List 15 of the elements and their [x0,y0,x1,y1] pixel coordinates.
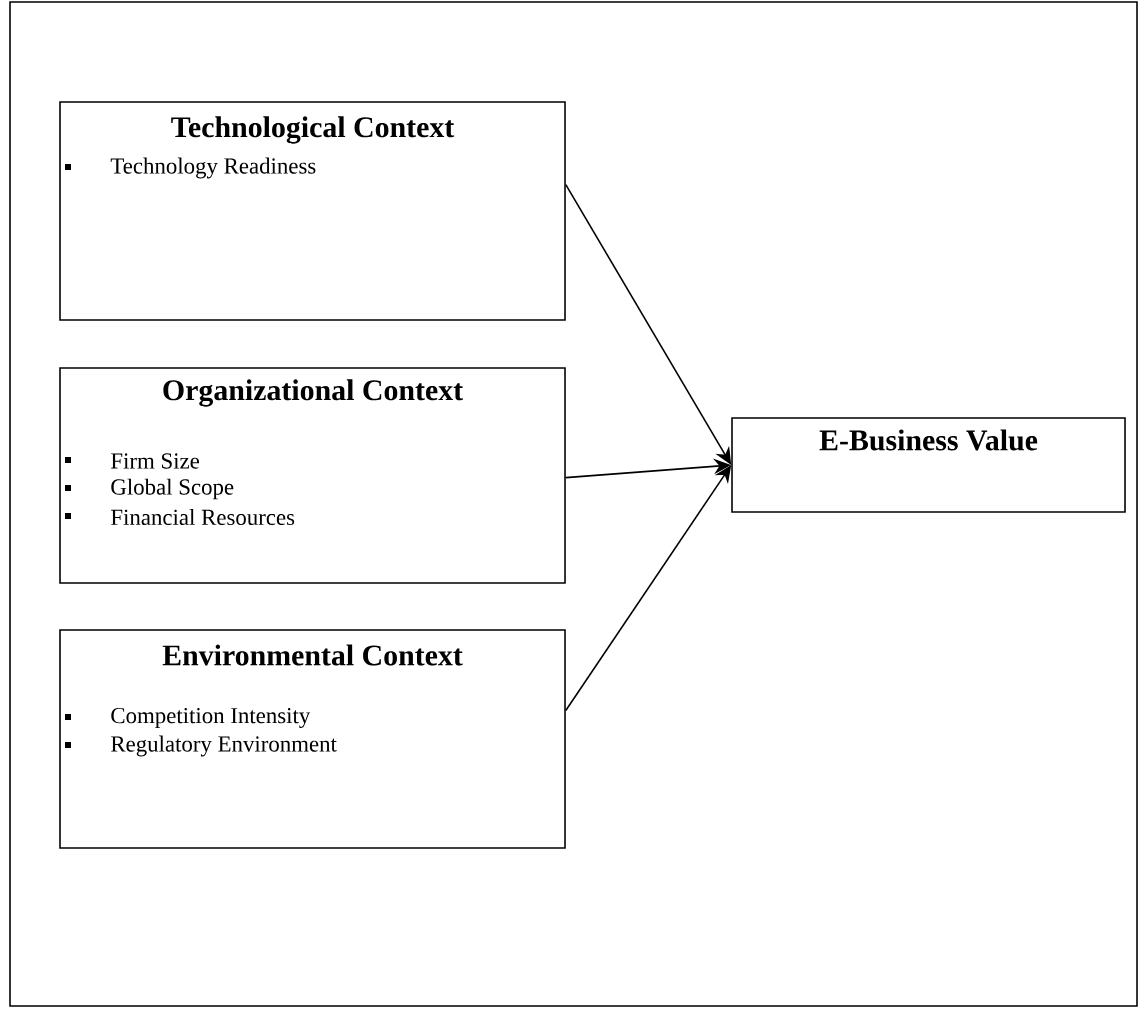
box-heading: Organizational Context [163,379,463,407]
context-box [59,101,566,321]
bullet-item: Competition Intensity [65,707,311,729]
context-box [59,367,566,584]
box-heading: Environmental Context [162,644,463,666]
bullet-item: Global Scope [65,478,234,500]
box-heading: Technological Context [171,116,455,144]
context-box [59,629,566,849]
arrow [565,183,732,465]
bullet-item: Technology Readiness [65,157,316,179]
context-box [731,417,1126,513]
bullet-item: Financial Resources [65,508,295,526]
bullet-item: Regulatory Environment [65,735,337,757]
bullet-item: Firm Size [65,453,200,469]
box-heading: E-Business Value [819,429,1038,451]
